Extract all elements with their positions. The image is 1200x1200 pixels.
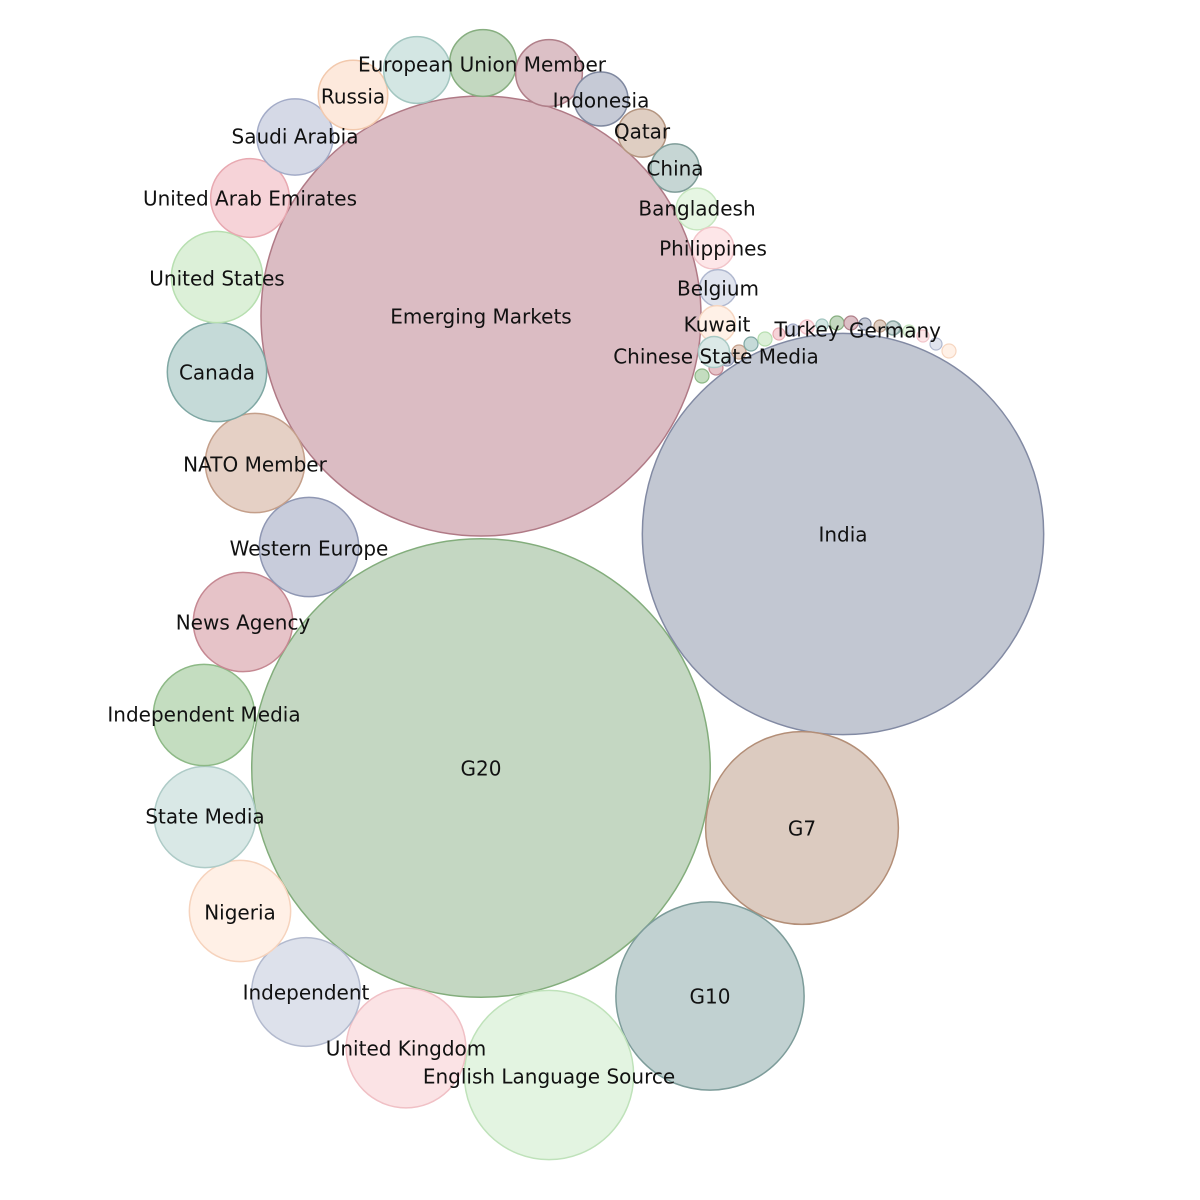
label-belgium: Belgium [677, 277, 759, 301]
minor-bubble-12 [858, 317, 872, 331]
bubble-chinese-state-media [697, 335, 731, 369]
label-indonesia: Indonesia [553, 89, 650, 113]
label-china: China [646, 157, 703, 181]
bubble-india [641, 332, 1045, 736]
label-canada: Canada [179, 361, 255, 385]
minor-bubble-15 [902, 324, 916, 338]
bubble-nigeria [188, 859, 292, 963]
minor-bubble-7 [786, 323, 800, 337]
bubble-g10 [615, 901, 805, 1091]
bubble-united-kingdom [345, 987, 467, 1109]
minor-bubble-11 [843, 315, 859, 331]
label-kuwait: Kuwait [684, 313, 751, 337]
label-g20: G20 [461, 757, 502, 781]
bubble-news-agency [192, 571, 294, 673]
bubble-united-arab-emirates [209, 157, 291, 239]
minor-bubble-0 [694, 368, 710, 384]
label-united-kingdom: United Kingdom [326, 1037, 487, 1061]
bubble-western-europe [258, 496, 360, 598]
bubble-saudi-arabia [256, 98, 334, 176]
label-news-agency: News Agency [176, 611, 311, 635]
minor-bubble-3 [731, 344, 747, 360]
minor-bubble-16 [916, 329, 930, 343]
bubble-unlabeled-20 [448, 28, 518, 98]
bubble-russia [317, 59, 389, 131]
label-united-states: United States [149, 267, 284, 291]
bubble-bangladesh [675, 187, 719, 231]
label-india: India [818, 523, 867, 547]
label-g7: G7 [788, 817, 816, 841]
bubble-qatar [617, 108, 667, 158]
label-independent: Independent [243, 981, 370, 1005]
label-turkey: Turkey [773, 318, 839, 342]
label-germany: Germany [849, 319, 941, 343]
bubble-germany [885, 320, 901, 336]
bubble-china [650, 143, 700, 193]
label-independent-media: Independent Media [107, 703, 300, 727]
label-united-arab-emirates: United Arab Emirates [143, 187, 357, 211]
label-english-language-source: English Language Source [423, 1065, 675, 1089]
bubble-turkey [799, 319, 815, 335]
label-european-union-member: European Union Member [358, 53, 607, 77]
label-bangladesh: Bangladesh [638, 197, 755, 221]
label-russia: Russia [321, 85, 385, 109]
label-emerging-markets: Emerging Markets [390, 305, 571, 329]
minor-bubble-6 [772, 327, 786, 341]
label-chinese-state-media: Chinese State Media [613, 345, 819, 369]
bubble-independent [250, 936, 362, 1048]
bubble-g7 [704, 730, 900, 926]
minor-bubble-4 [743, 336, 759, 352]
bubble-indonesia [573, 71, 629, 127]
minor-bubble-17 [929, 337, 943, 351]
bubble-g20 [250, 537, 712, 999]
label-qatar: Qatar [614, 120, 671, 144]
bubble-philippines [691, 226, 735, 270]
bubble-english-language-source [463, 989, 635, 1161]
bubble-unlabeled-21 [514, 38, 584, 108]
minor-bubble-9 [815, 318, 829, 332]
label-g10: G10 [690, 985, 731, 1009]
label-nigeria: Nigeria [204, 901, 276, 925]
bubble-independent-media [152, 663, 256, 767]
bubble-nato-member [204, 412, 306, 514]
bubbles [152, 28, 1045, 1161]
label-saudi-arabia: Saudi Arabia [232, 125, 359, 149]
label-state-media: State Media [145, 805, 264, 829]
label-nato-member: NATO Member [183, 453, 327, 477]
minor-bubble-5 [757, 331, 773, 347]
minor-bubble-18 [941, 343, 957, 359]
bubble-united-states [170, 230, 264, 324]
label-philippines: Philippines [659, 237, 767, 261]
label-western-europe: Western Europe [230, 537, 389, 561]
